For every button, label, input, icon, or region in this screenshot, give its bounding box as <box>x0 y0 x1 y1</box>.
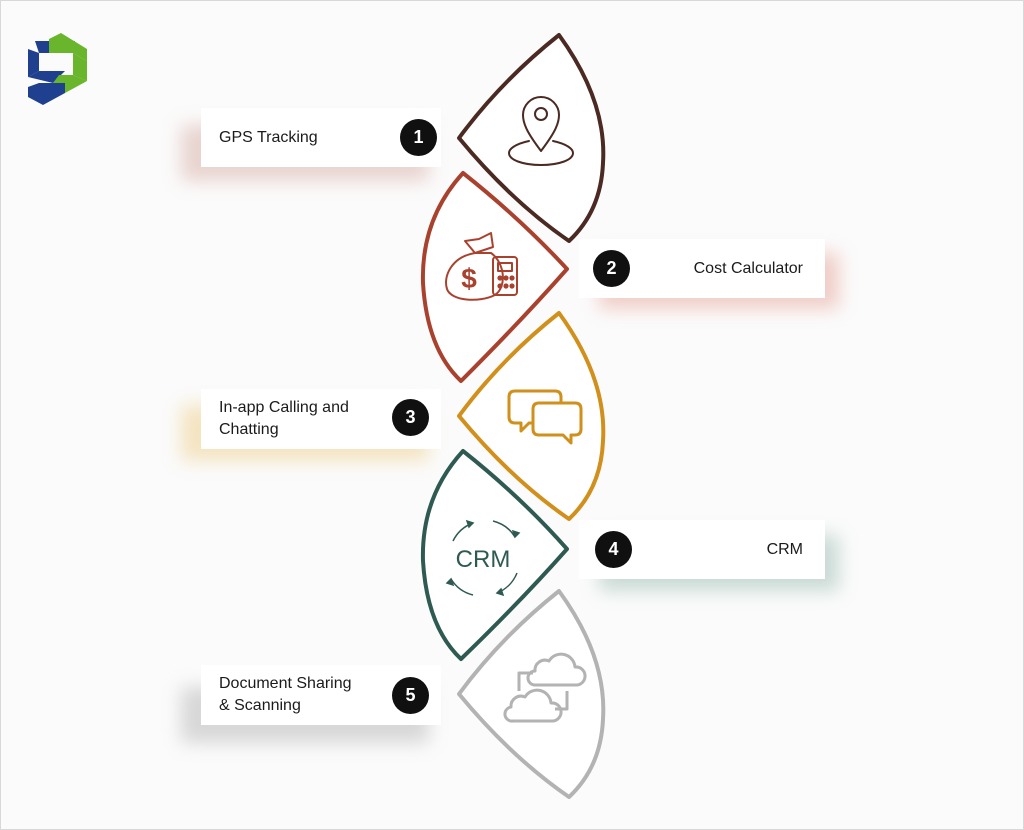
step-label-4: CRM <box>766 540 803 558</box>
cloud-sync-icon <box>503 652 587 723</box>
money-bag-calculator-icon: $ <box>445 232 518 301</box>
step-label-3-line-2: Chatting <box>219 421 279 438</box>
step-label-3: In-app Calling and Chatting <box>219 397 349 441</box>
step-number-1: 1 <box>400 119 437 156</box>
step-label-1: GPS Tracking <box>219 128 318 146</box>
petal-2 <box>420 171 569 383</box>
crm-cycle-icon <box>445 519 521 597</box>
petal-5 <box>457 589 606 799</box>
step-label-2: Cost Calculator <box>693 259 803 277</box>
svg-text:$: $ <box>461 263 477 294</box>
logo-icon <box>28 33 87 105</box>
step-label-5: Document Sharing & Scanning <box>219 673 352 717</box>
step-number-4: 4 <box>595 531 632 568</box>
map-pin-icon <box>508 96 574 166</box>
step-number-2: 2 <box>593 250 630 287</box>
petal-4 <box>420 449 569 661</box>
chat-bubbles-icon <box>507 389 583 445</box>
crm-icon-text: CRM <box>456 546 511 573</box>
step-label-5-line-1: Document Sharing <box>219 675 352 692</box>
step-label-3-line-1: In-app Calling and <box>219 399 349 416</box>
step-card-2: Cost Calculator <box>579 239 825 298</box>
step-label-5-line-2: & Scanning <box>219 697 301 714</box>
step-number-5: 5 <box>392 677 429 714</box>
petal-3 <box>457 311 606 521</box>
step-number-3: 3 <box>392 399 429 436</box>
